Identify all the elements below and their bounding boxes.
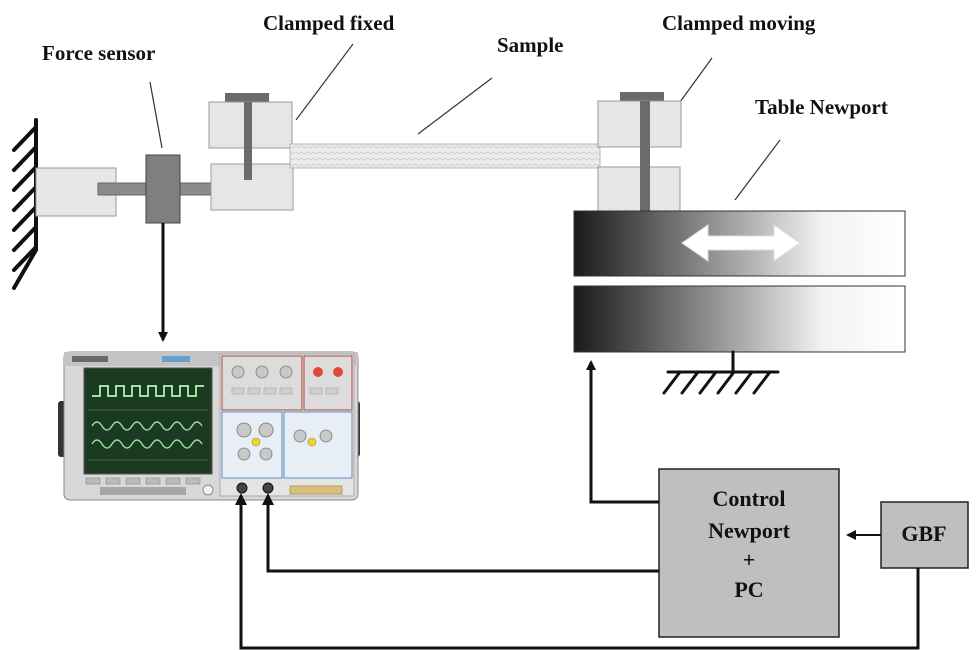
force-sensor bbox=[145, 154, 181, 224]
ground-symbol bbox=[662, 350, 780, 395]
label-clamped-fixed: Clamped fixed bbox=[263, 11, 395, 35]
clamp-fixed bbox=[208, 93, 294, 211]
label-sample: Sample bbox=[497, 33, 564, 57]
label-table-newport: Table Newport bbox=[755, 95, 888, 119]
sample-strip bbox=[289, 143, 601, 169]
pointer-lines bbox=[149, 43, 781, 201]
wiring bbox=[158, 223, 920, 650]
clamp-moving bbox=[597, 92, 682, 212]
label-clamped-moving: Clamped moving bbox=[662, 11, 816, 35]
gbf-label: GBF bbox=[901, 521, 946, 546]
gbf-box bbox=[880, 501, 969, 569]
arrow-up-ch2 bbox=[262, 493, 274, 505]
double-arrow-icon bbox=[681, 224, 801, 262]
control-label-line-1: Control bbox=[713, 486, 786, 511]
probe-connector-1 bbox=[236, 482, 248, 494]
control-label-line-4: PC bbox=[734, 577, 763, 602]
control-label-line-2: Newport bbox=[708, 518, 791, 543]
oscilloscope bbox=[58, 351, 360, 501]
wall-ground bbox=[12, 118, 38, 290]
label-force-sensor: Force sensor bbox=[42, 41, 155, 65]
control-label-line-3: + bbox=[743, 547, 756, 572]
probe-connector-2 bbox=[262, 482, 274, 494]
arrow-up-ch1 bbox=[235, 493, 247, 505]
table-newport-base bbox=[573, 285, 906, 353]
control-newport-pc-box bbox=[658, 468, 840, 638]
oscilloscope-screen bbox=[83, 367, 213, 475]
